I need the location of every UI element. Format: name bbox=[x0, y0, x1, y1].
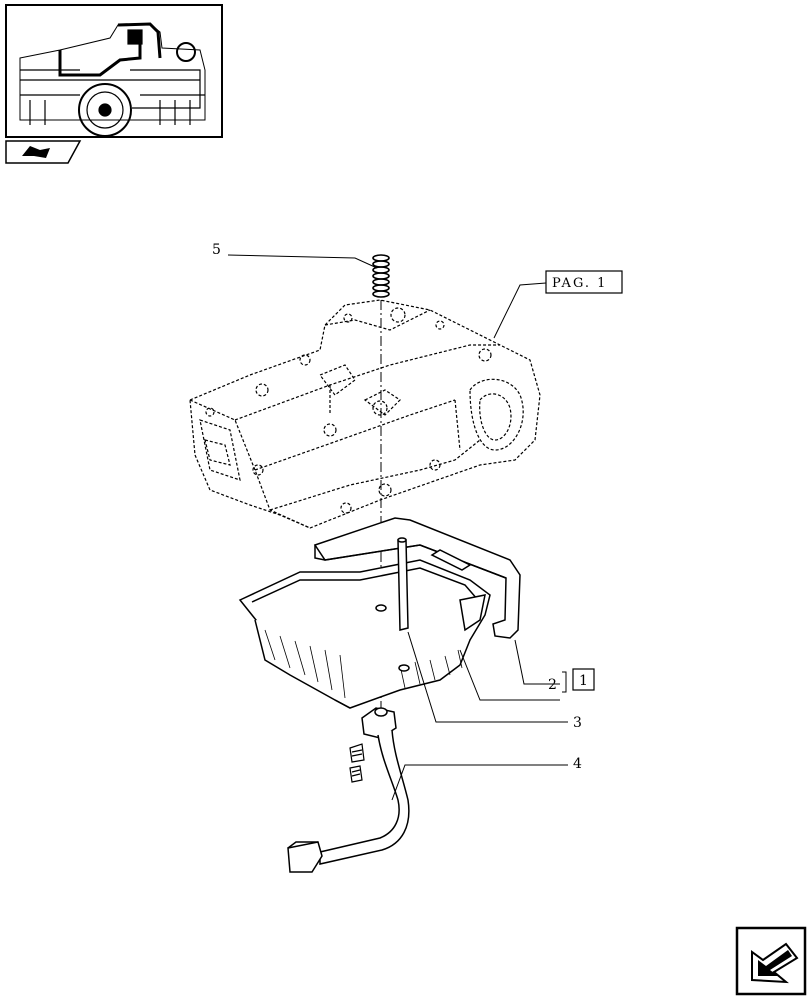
oil-pan[interactable] bbox=[238, 559, 491, 709]
kit-reference-box[interactable]: 1 bbox=[572, 668, 595, 691]
callout-3: 3 bbox=[573, 715, 582, 731]
lift-housing-outline bbox=[189, 299, 541, 529]
book-tab-icon[interactable] bbox=[5, 140, 82, 164]
page-reference-label: PAG. 1 bbox=[552, 276, 607, 291]
kit-reference-label: 1 bbox=[579, 673, 588, 689]
suction-pipe-item-4[interactable] bbox=[287, 707, 410, 873]
screw-set[interactable] bbox=[349, 743, 365, 783]
page-reference-box[interactable]: PAG. 1 bbox=[545, 270, 623, 294]
leader-lines bbox=[227, 254, 568, 801]
next-page-arrow-icon[interactable] bbox=[735, 926, 807, 996]
callout-5: 5 bbox=[212, 242, 221, 258]
tractor-location-thumbnail[interactable] bbox=[5, 4, 223, 138]
callout-2: 2 bbox=[548, 677, 557, 693]
spring-item-5[interactable] bbox=[372, 254, 390, 298]
callout-4: 4 bbox=[573, 756, 582, 772]
gasket-item-2[interactable] bbox=[313, 517, 521, 639]
dipstick-item-3[interactable] bbox=[397, 537, 409, 631]
